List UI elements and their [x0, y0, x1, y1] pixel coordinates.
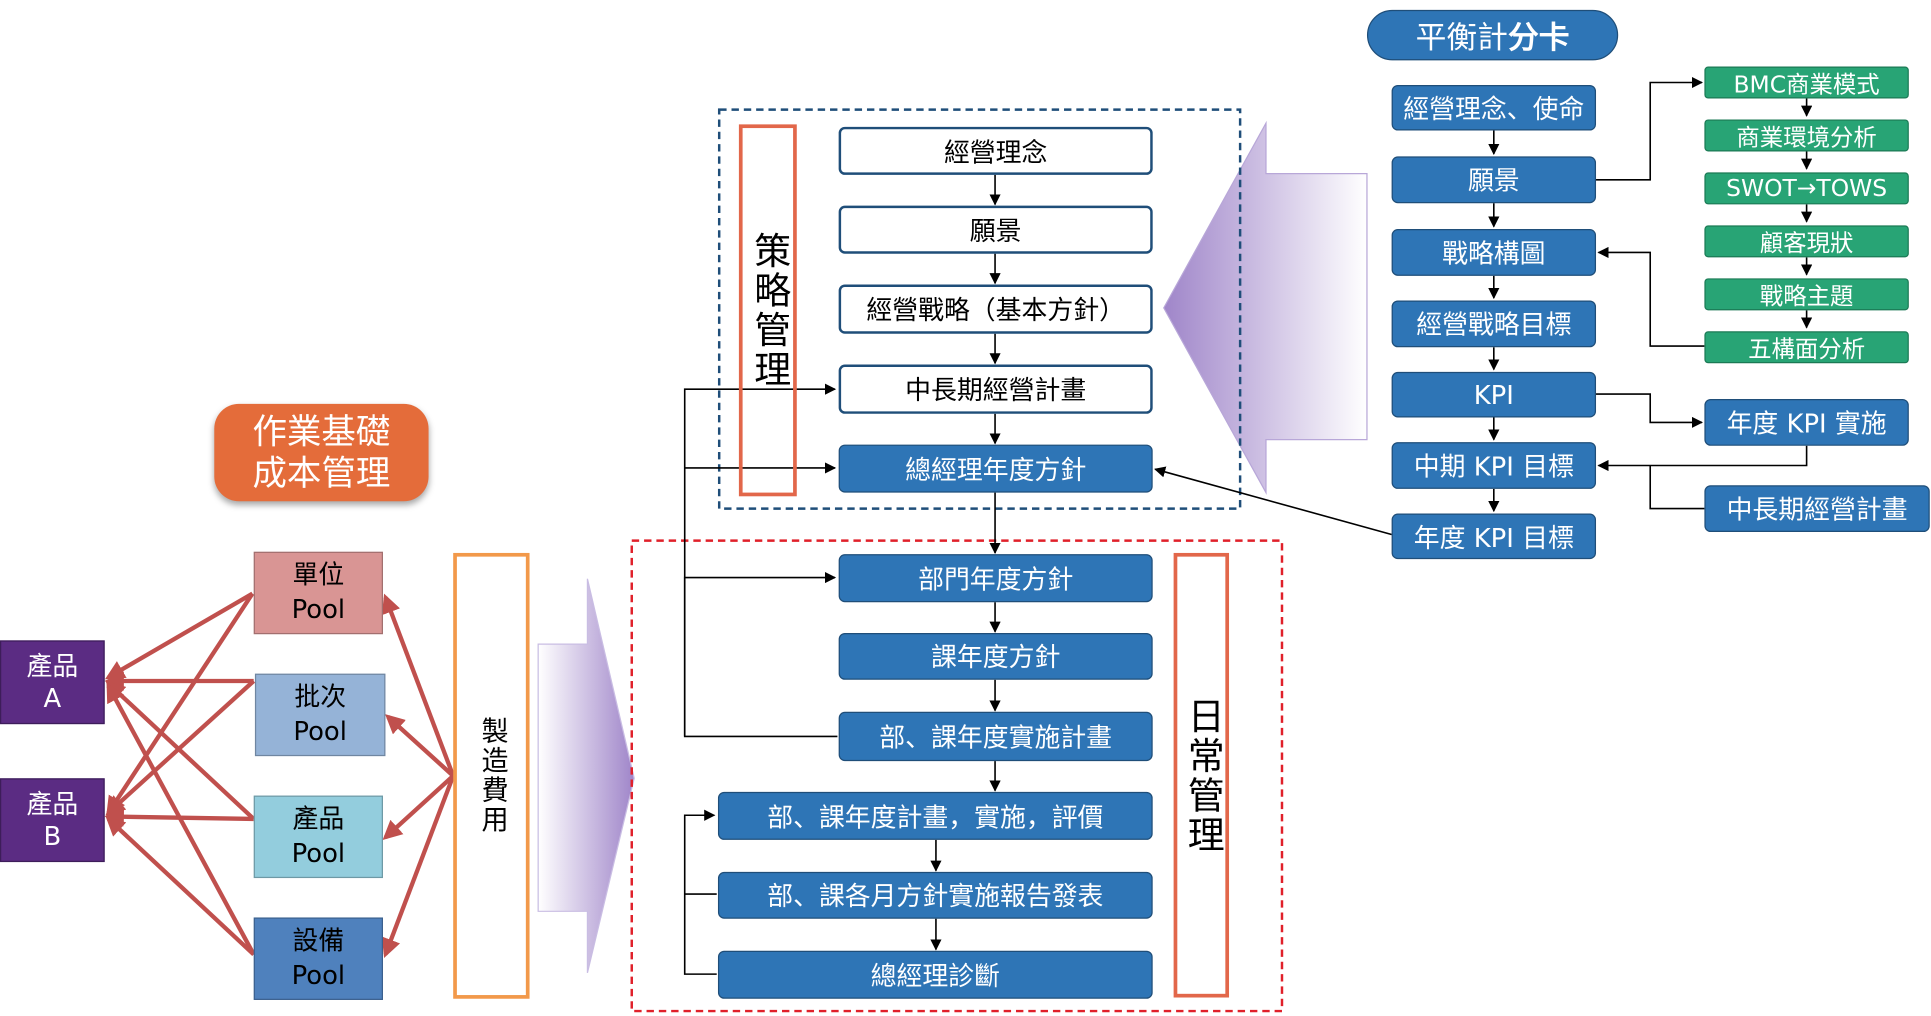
box-section-annual-policy: 課年度方針 — [838, 632, 1153, 680]
bsc-title: 平衡計 — [1415, 19, 1508, 55]
daily-label: 日常管理 — [1173, 552, 1230, 998]
green-business-env: 商業環境分析 — [1704, 119, 1909, 152]
bsc-title-bold: 分卡 — [1507, 19, 1570, 55]
box-annual-implementation-plan: 部、課年度實施計畫 — [838, 711, 1153, 762]
green-five-dimension: 五構面分析 — [1704, 331, 1909, 364]
big-arrow-left — [1163, 120, 1368, 495]
box-strategy-basic-policy: 經營戰略（基本方針） — [838, 284, 1153, 334]
green-customer-status: 顧客現狀 — [1704, 225, 1909, 258]
green-bmc: BMC商業模式 — [1704, 66, 1909, 99]
green-swot-tows: SWOT→TOWS — [1704, 172, 1909, 205]
box-monthly-report: 部、課各月方針實施報告發表 — [717, 871, 1153, 919]
kpi-annual-implementation: 年度 KPI 實施 — [1704, 399, 1909, 446]
bsc-vision: 願景 — [1391, 156, 1597, 204]
bsc-strategy-map: 戰略構圖 — [1391, 229, 1597, 276]
bsc-title-pill: 平衡計分卡 — [1366, 9, 1619, 61]
kpi-mid-long-plan: 中長期經營計畫 — [1704, 485, 1930, 533]
strategy-label: 策略管理 — [738, 124, 797, 497]
bsc-annual-kpi-target: 年度 KPI 目標 — [1391, 513, 1597, 560]
bsc-kpi: KPI — [1391, 371, 1597, 418]
box-gm-annual-policy: 總經理年度方針 — [838, 444, 1153, 493]
bsc-philosophy-mission: 經營理念、使命 — [1391, 84, 1597, 131]
abc-title-pill: 作業基礎 成本管理 — [214, 403, 429, 502]
box-mid-long-plan: 中長期經營計畫 — [838, 364, 1153, 414]
box-dept-annual-policy: 部門年度方針 — [838, 554, 1153, 603]
box-plan-do-evaluate: 部、課年度計畫，實施，評價 — [717, 791, 1153, 840]
daily-frame — [630, 539, 1284, 1013]
box-management-philosophy: 經營理念 — [838, 126, 1153, 175]
abc-title-line2: 成本管理 — [252, 452, 391, 494]
small-arrow-right — [537, 578, 635, 974]
cost-label: 製造費用 — [453, 552, 530, 999]
box-vision: 願景 — [838, 205, 1153, 254]
bsc-mid-kpi-target: 中期 KPI 目標 — [1391, 442, 1597, 489]
abc-title-line1: 作業基礎 — [252, 411, 391, 452]
green-strategic-theme: 戰略主題 — [1704, 278, 1909, 311]
strategy-frame — [717, 108, 1242, 510]
box-gm-diagnosis: 總經理診斷 — [717, 950, 1153, 999]
bsc-strategy-goal: 經營戰略目標 — [1391, 300, 1597, 348]
